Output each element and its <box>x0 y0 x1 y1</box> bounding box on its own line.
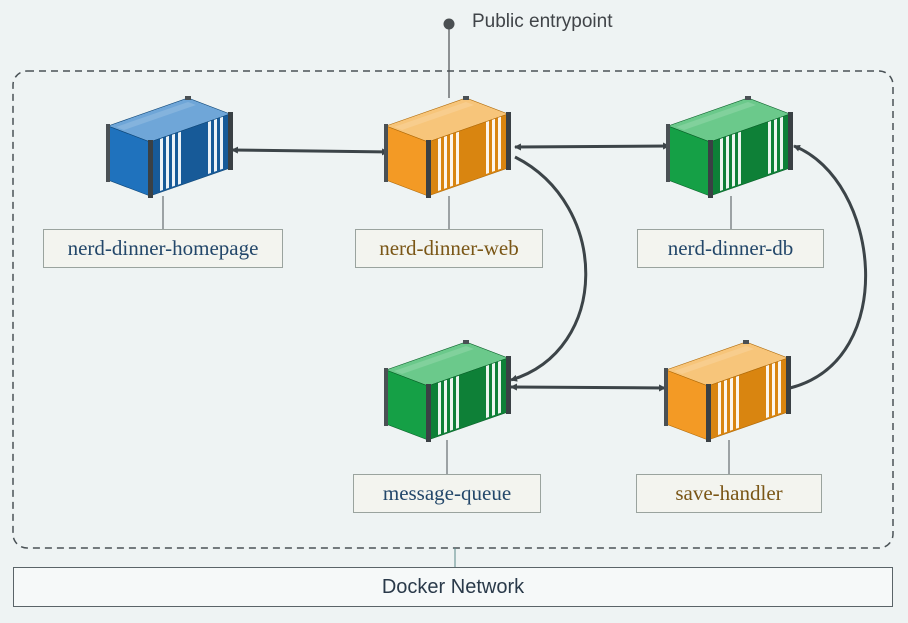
homepage-container-icon <box>106 96 233 198</box>
public-entrypoint-label: Public entrypoint <box>472 11 613 32</box>
arrow-queue-handler <box>509 383 667 392</box>
homepage-label: nerd-dinner-homepage <box>43 229 283 268</box>
handler-container-icon <box>664 340 791 442</box>
web-container-icon <box>384 96 511 198</box>
arrow-homepage-web <box>230 146 390 156</box>
arrow-web-queue <box>509 155 588 382</box>
docker-host-boundary <box>12 70 894 549</box>
arrow-web-db <box>513 142 671 151</box>
handler-label: save-handler <box>636 474 822 513</box>
db-label: nerd-dinner-db <box>637 229 824 268</box>
arrow-handler-db <box>789 144 867 390</box>
web-label: nerd-dinner-web <box>355 229 543 268</box>
docker-network-box: Docker Network <box>13 567 893 607</box>
docker-network-label: Docker Network <box>381 575 525 598</box>
queue-label: message-queue <box>353 474 541 513</box>
db-container-icon <box>666 96 793 198</box>
queue-container-icon <box>384 340 511 442</box>
